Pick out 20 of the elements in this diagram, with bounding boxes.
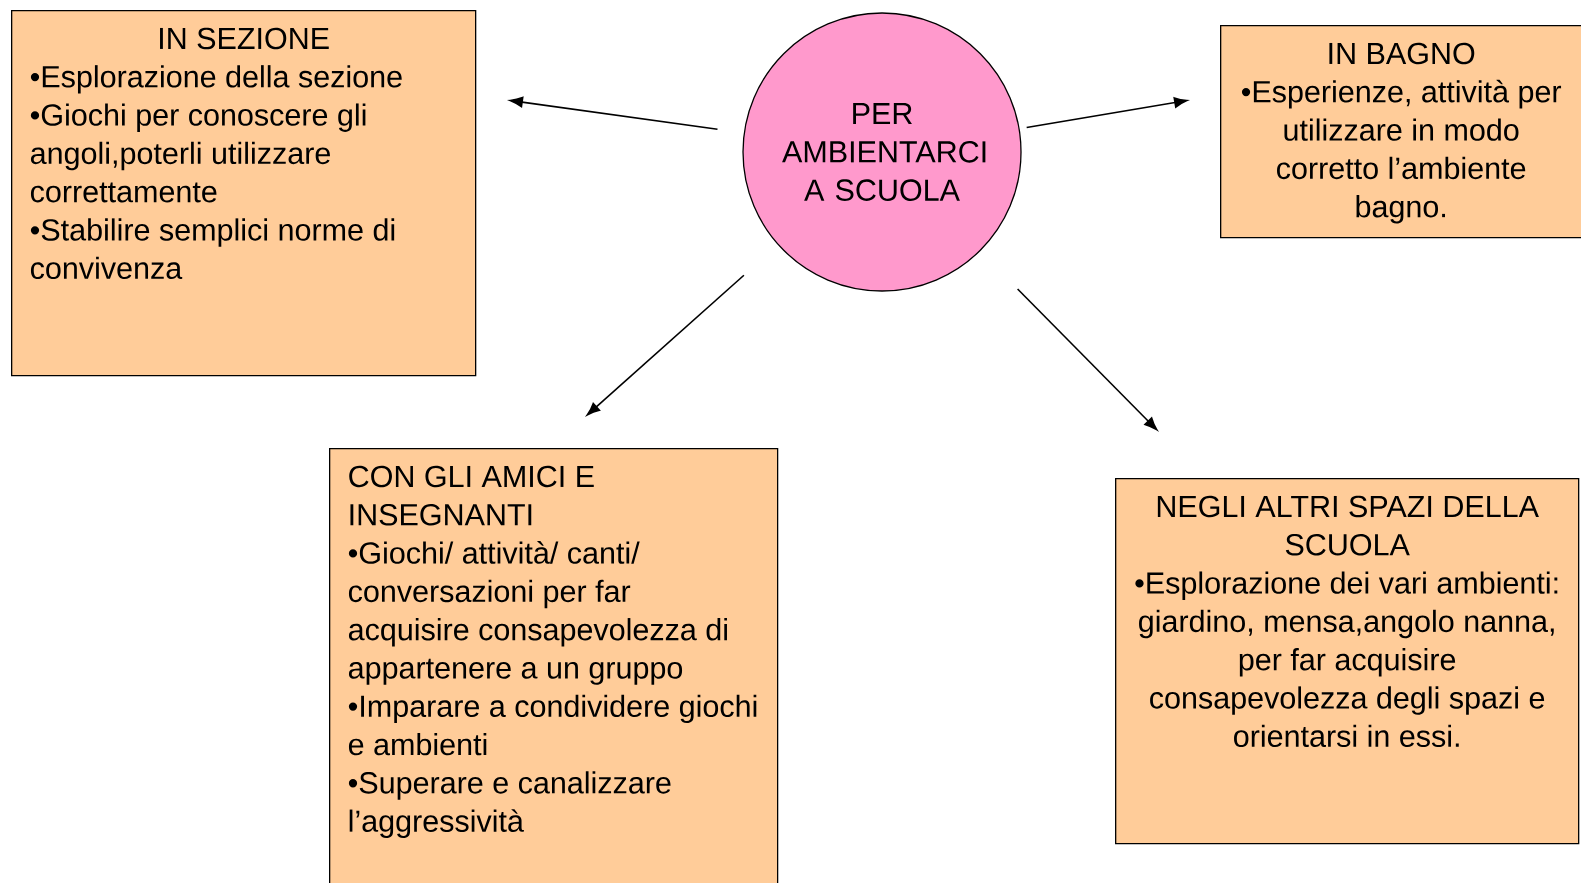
text-box	[11, 10, 477, 377]
text-box	[1115, 478, 1580, 845]
box-heading: NEGLI ALTRI SPAZI DELLA SCUOLA	[1157, 495, 1539, 556]
arrow	[586, 274, 745, 416]
bullet-text: •Superare e canalizzare l’aggressività	[348, 771, 671, 838]
bullet-text: •Giochi/ attività/ canti/ conversazioni per far acquisire consapevolezza di appartenere a un gruppo	[348, 541, 727, 685]
bullet-text: •Esperienze, attività per utilizzare in modo corretto l’ambiente bagno.	[1241, 79, 1562, 224]
text-box	[329, 448, 779, 883]
bullet-text: •Esplorazione dei vari ambienti: giardino, mensa,angolo nanna, per far acquisire consapevolezza degli spazi e orientarsi in essi.	[1135, 571, 1558, 748]
box-heading: IN SEZIONE	[160, 27, 329, 50]
bullet-text: •Esplorazione della sezione	[30, 65, 402, 94]
box-heading: CON GLI AMICI E INSEGNANTI	[349, 465, 594, 526]
bullet-text: •Imparare a condividere giochi e ambienti	[348, 694, 757, 756]
arrow	[1016, 288, 1158, 431]
arrow	[509, 96, 719, 130]
box-heading: IN BAGNO	[1329, 42, 1475, 65]
arrow	[1025, 97, 1188, 129]
text-box	[1220, 25, 1581, 239]
bullet-text: •Stabilire semplici norme di convivenza	[30, 218, 395, 280]
bullet-text: •Giochi per conoscere gli angoli,poterli utilizzare correttamente	[30, 103, 366, 203]
